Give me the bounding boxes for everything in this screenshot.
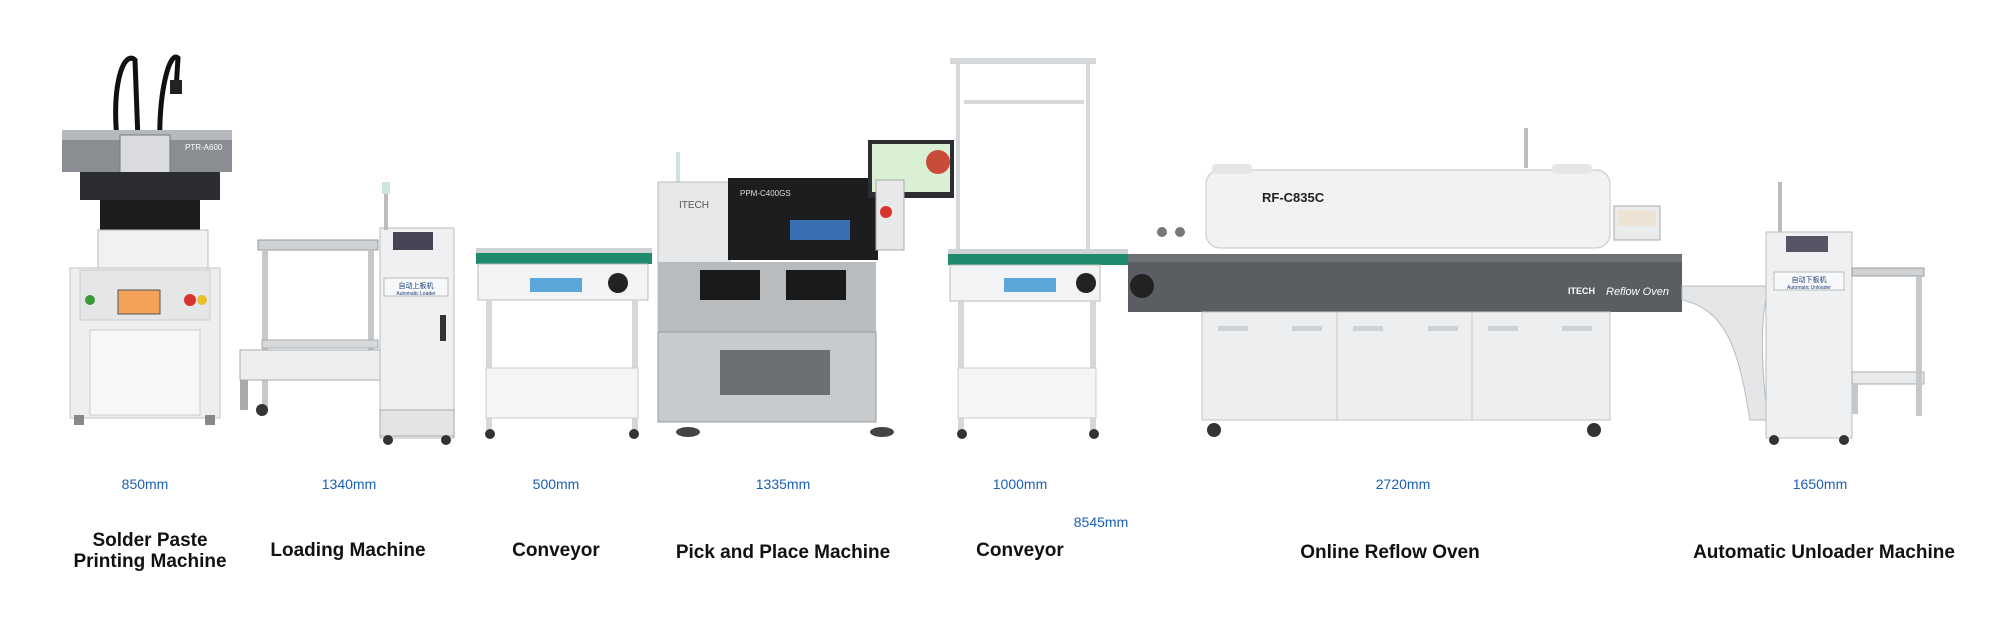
unloader-badge-sub: Automatic Unloader: [1787, 285, 1831, 291]
label-reflow-oven: Online Reflow Oven: [1300, 542, 1480, 563]
label-pick-and-place: Pick and Place Machine: [675, 542, 891, 563]
reflow-oven-image: RF-C835C ITECH Reflow Oven: [1128, 128, 1682, 437]
dim-pick-and-place: 1335mm: [755, 476, 811, 492]
label-conveyor-1: Conveyor: [512, 540, 600, 561]
pnp-brand-text: ITECH: [679, 200, 709, 211]
pick-and-place-image: ITECH PPM-C400GS: [657, 140, 954, 437]
dim-conveyor-1: 500mm: [532, 476, 580, 492]
oven-brand-text: ITECH: [1568, 286, 1595, 296]
conveyor-1-image: [476, 248, 652, 439]
dim-conveyor-2: 1000mm: [992, 476, 1048, 492]
loading-machine-image: 自动上板机 Automatic Loader: [239, 182, 455, 445]
label-unloader: Automatic Unloader Machine: [1693, 542, 1955, 563]
conveyor-2-image: [948, 58, 1128, 439]
dim-reflow-oven: 2720mm: [1375, 476, 1431, 492]
dim-printer: 850mm: [121, 476, 169, 492]
dim-total: 8545mm: [1073, 514, 1129, 530]
dim-loader: 1340mm: [321, 476, 377, 492]
label-loading-machine: Loading Machine: [270, 540, 426, 561]
solder-paste-printer-image: PTR-A600: [62, 54, 232, 425]
production-line-illustration: PTR-A600 自动上板机 Automatic Loader: [62, 54, 1925, 445]
unloader-image: 自动下板机 Automatic Unloader: [1681, 182, 1925, 445]
printer-model-text: PTR-A600: [185, 143, 223, 152]
unloader-badge-text: 自动下板机: [1792, 275, 1827, 284]
loader-badge-text: 自动上板机: [399, 281, 434, 290]
oven-banner-text: Reflow Oven: [1606, 286, 1669, 298]
label-solder-paste-printer: Solder Paste Printing Machine: [73, 530, 227, 572]
loader-badge-sub: Automatic Loader: [396, 291, 436, 297]
dim-unloader: 1650mm: [1792, 476, 1848, 492]
label-conveyor-2: Conveyor: [976, 540, 1064, 561]
pnp-model-text: PPM-C400GS: [740, 189, 791, 198]
oven-model-text: RF-C835C: [1262, 190, 1325, 205]
